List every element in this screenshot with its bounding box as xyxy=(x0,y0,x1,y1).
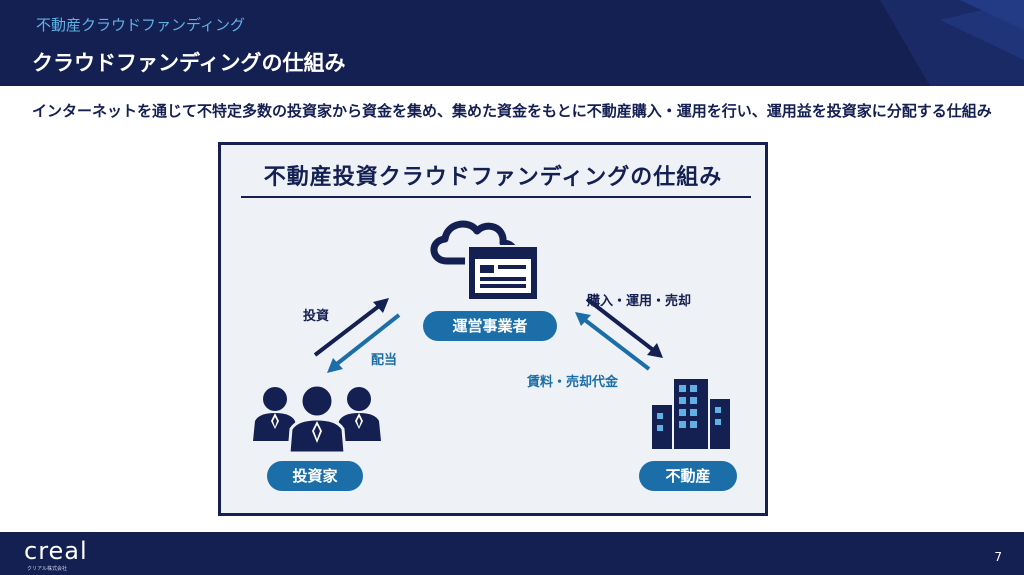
cloud-browser-icon xyxy=(430,220,537,301)
purchase-label: 購入・運用・売却 xyxy=(587,294,692,309)
invest-arrow xyxy=(313,298,389,357)
description-text: インターネットを通じて不特定多数の投資家から資金を集め、集めた資金をもとに不動産… xyxy=(32,102,992,120)
dividend-arrow xyxy=(327,313,401,373)
real-estate-pill: 不動産 xyxy=(639,461,737,491)
header-decoration xyxy=(880,0,1024,86)
invest-label: 投資 xyxy=(303,309,330,324)
dividend-label: 配当 xyxy=(371,353,398,368)
operator-pill: 運営事業者 xyxy=(423,311,557,341)
company-name: クリアル株式会社 xyxy=(27,566,67,572)
arrows-left xyxy=(313,298,401,373)
footer-bar: creal クリアル株式会社 7 xyxy=(0,532,1024,575)
page-number: 7 xyxy=(994,550,1002,564)
header-bar: 不動産クラウドファンディング クラウドファンディングの仕組み xyxy=(0,0,1024,86)
income-label: 賃料・売却代金 xyxy=(527,375,619,390)
purchase-arrow xyxy=(585,297,663,358)
diagram-box: 不動産投資クラウドファンディングの仕組み 運営事業者 投資 配当 xyxy=(218,142,768,516)
creal-logo: creal xyxy=(24,537,88,565)
diagram-divider xyxy=(241,196,751,198)
arrows-right xyxy=(575,297,663,371)
diagram-title: 不動産投資クラウドファンディングの仕組み xyxy=(263,165,723,190)
investors-group-icon xyxy=(253,383,381,453)
investors-pill: 投資家 xyxy=(267,461,363,491)
page-title: クラウドファンディングの仕組み xyxy=(32,51,346,75)
income-arrow xyxy=(575,312,651,371)
breadcrumb: 不動産クラウドファンディング xyxy=(36,16,245,34)
building-icon xyxy=(652,379,730,449)
